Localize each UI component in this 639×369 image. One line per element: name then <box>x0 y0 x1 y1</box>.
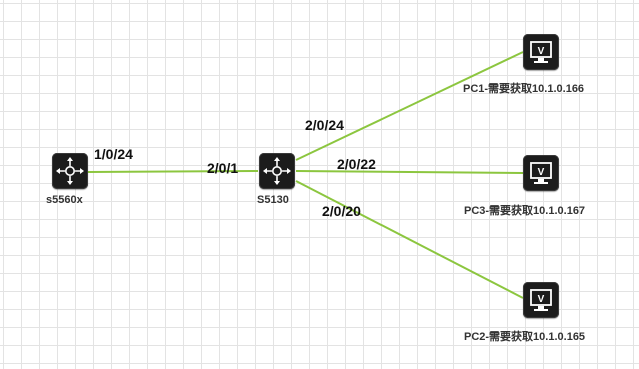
device-label-s5130: S5130 <box>257 194 289 206</box>
switch-icon <box>259 153 295 189</box>
monitor-icon: V <box>523 34 559 70</box>
port-label-s5130-2-0-1: 2/0/1 <box>207 160 239 176</box>
link-s5130-pc1[interactable] <box>295 51 524 161</box>
link-s5130-pc2[interactable] <box>295 180 524 299</box>
device-label-pc1: PC1-需要获取10.1.0.166 <box>463 83 585 95</box>
monitor-icon: V <box>523 282 559 318</box>
monitor-icon: V <box>523 155 559 191</box>
device-label-pc3: PC3-需要获取10.1.0.167 <box>464 205 586 217</box>
svg-text:V: V <box>538 46 545 57</box>
port-label-s5130-2-0-22: 2/0/22 <box>337 156 376 172</box>
port-label-s5130-2-0-24: 2/0/24 <box>305 117 344 133</box>
link-s5560x-s5130[interactable] <box>87 170 259 173</box>
link-s5130-pc3[interactable] <box>295 170 524 174</box>
svg-text:V: V <box>538 294 545 305</box>
switch-icon <box>52 153 88 189</box>
port-label-s5560x-1-0-24: 1/0/24 <box>94 146 133 162</box>
svg-text:V: V <box>538 167 545 178</box>
device-label-pc2: PC2-需要获取10.1.0.165 <box>464 331 586 343</box>
port-label-s5130-2-0-20: 2/0/20 <box>322 203 361 219</box>
device-label-s5560x: s5560x <box>46 194 83 206</box>
